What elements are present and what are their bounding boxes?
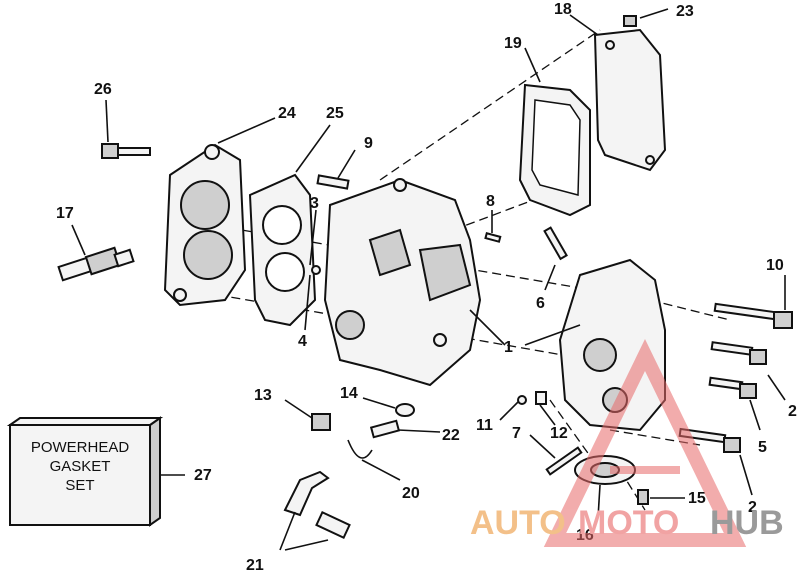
cylinder-head <box>163 143 247 307</box>
callout-2b: 2 <box>748 499 757 516</box>
callout-23: 23 <box>676 3 694 20</box>
pin-7 <box>545 446 583 476</box>
drain-plug <box>311 403 415 431</box>
spark-plug <box>57 246 135 282</box>
callout-24: 24 <box>278 105 296 122</box>
callout-7: 7 <box>512 425 521 442</box>
cover-screw <box>623 15 637 27</box>
callout-17: 17 <box>56 205 74 222</box>
callout-22: 22 <box>442 427 460 444</box>
callout-27: 27 <box>194 467 212 484</box>
callout-20: 20 <box>402 485 420 502</box>
watermark-hub: HUB <box>710 504 784 542</box>
hoses <box>283 470 351 540</box>
leader-lines <box>71 8 786 551</box>
callout-2a: 2 <box>788 403 797 420</box>
callout-10: 10 <box>766 257 784 274</box>
crankcase-half <box>558 258 666 432</box>
callout-11: 11 <box>476 417 493 434</box>
crankcase-bolts <box>678 302 793 453</box>
callout-18: 18 <box>554 1 572 18</box>
callout-19: 19 <box>504 35 522 52</box>
gasket-set-line2: GASKET <box>50 458 111 475</box>
gasket-set-line1: POWERHEAD <box>31 439 130 456</box>
small-parts <box>517 391 547 405</box>
callout-4: 4 <box>298 333 307 350</box>
screw-15 <box>637 489 649 505</box>
dowel-pins <box>311 174 350 275</box>
watermark-moto: MOTO <box>578 504 679 542</box>
callout-3: 3 <box>310 195 319 212</box>
callout-5: 5 <box>758 439 767 456</box>
callout-9: 9 <box>364 135 373 152</box>
callout-8: 8 <box>486 193 495 210</box>
cover-gasket <box>518 83 591 217</box>
hose-fitting <box>369 419 401 439</box>
gasket-set-line3: SET <box>65 477 94 494</box>
callout-25: 25 <box>326 105 344 122</box>
watermark-auto: AUTO <box>470 504 566 542</box>
callout-14: 14 <box>340 385 358 402</box>
watermark-logo <box>543 338 747 547</box>
callout-12: 12 <box>550 425 568 442</box>
pin-6 <box>543 226 568 261</box>
head-bolt <box>101 143 151 159</box>
callout-26: 26 <box>94 81 112 98</box>
callout-13: 13 <box>254 387 272 404</box>
callout-1: 1 <box>504 339 513 356</box>
watermark-triangle-icon <box>543 338 747 547</box>
pin-8 <box>484 232 502 243</box>
callout-6: 6 <box>536 295 545 312</box>
callout-15: 15 <box>688 490 706 507</box>
cylinder-cover <box>593 28 667 172</box>
callout-21: 21 <box>246 557 264 574</box>
cylinder-block <box>323 178 482 387</box>
hose-clip <box>347 439 373 459</box>
gasket-set-box <box>6 416 164 527</box>
head-gasket <box>248 173 317 327</box>
